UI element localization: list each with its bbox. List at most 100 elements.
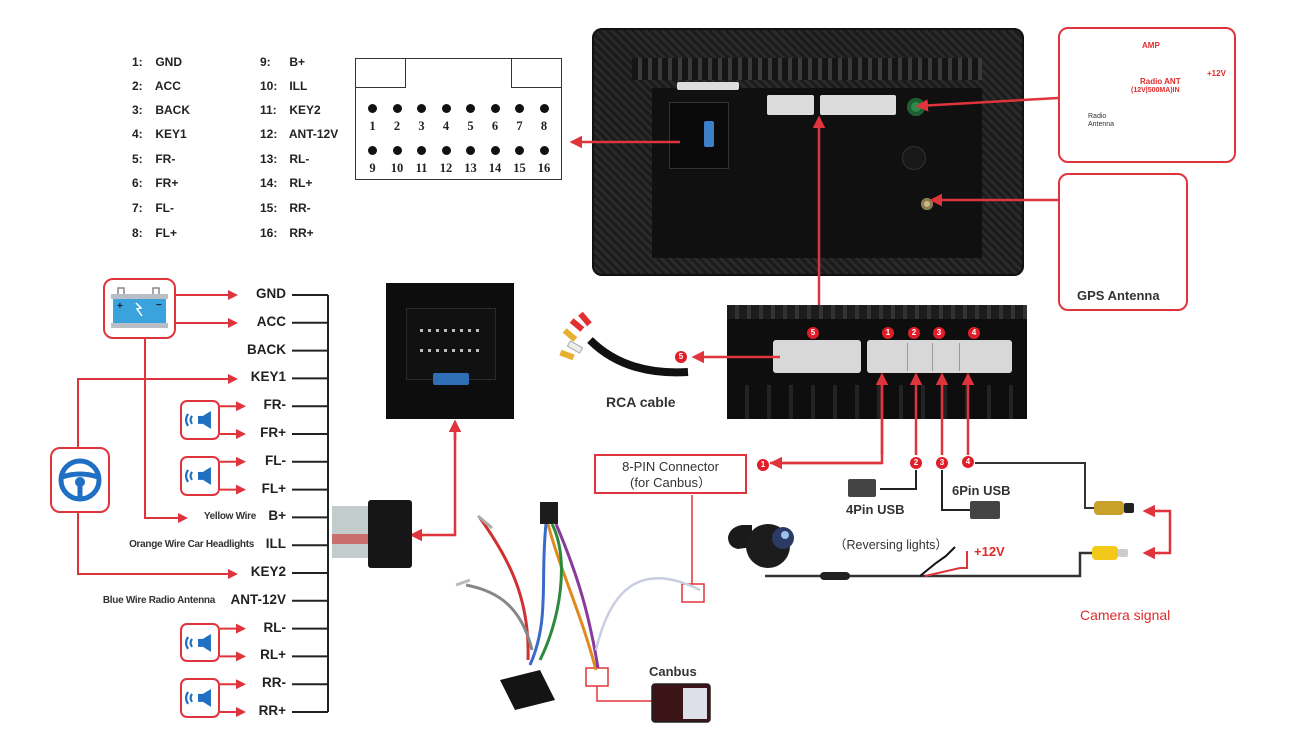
pin-dot	[515, 146, 524, 155]
pin-dot	[441, 104, 451, 113]
connector-key-right	[511, 59, 561, 88]
wire-label: RL+	[260, 647, 286, 663]
wire-label: FL+	[261, 480, 286, 496]
pin-number-label: 11	[415, 161, 428, 175]
wire-label: B+	[268, 508, 286, 524]
pin-number-label: 1	[369, 119, 376, 133]
harness-plug	[332, 500, 412, 568]
canbus-label: Canbus	[649, 664, 697, 679]
pin-number-label: 12	[439, 161, 453, 175]
wire-label: KEY2	[250, 564, 286, 579]
radio-antenna-label: Radio Antenna	[1088, 113, 1115, 128]
socket-housing	[406, 308, 496, 380]
camera-signal-label: Camera signal	[1080, 607, 1171, 623]
pinout-row: 9: B+	[260, 55, 305, 69]
wire-label: FR+	[260, 425, 286, 440]
pinout-row: 11: KEY2	[260, 103, 321, 117]
pin-number-label: 2	[393, 119, 401, 133]
socket-closeup	[386, 283, 514, 419]
wire-label: BACK	[247, 341, 286, 357]
rca-cable-bundle	[559, 311, 689, 377]
pin-name: FR-	[155, 152, 176, 166]
canbus-module	[651, 683, 711, 723]
socket-pins-row	[420, 349, 480, 352]
number-badge: 3	[936, 457, 948, 469]
pinout-row: 6: FR+	[132, 176, 178, 190]
pin-number: 9:	[260, 55, 271, 69]
pin-dot	[515, 104, 524, 113]
canbus-connector-title: 8-PIN Connector	[622, 459, 719, 474]
camera-plus12-label: +12V	[974, 544, 1005, 559]
steering-wheel-icon	[58, 458, 102, 502]
wire-label: RL-	[263, 619, 287, 635]
wire-label: KEY1	[250, 369, 286, 385]
reversing-lights-label: （Reversing lights）	[834, 538, 948, 552]
harness-plug-highlight	[585, 667, 609, 687]
canbus-connector-subtitle: (for Canbus）	[630, 475, 711, 490]
vent-grille	[632, 58, 982, 80]
usb-4pin-label: 4Pin USB	[846, 502, 905, 517]
wire-label: RR+	[258, 703, 286, 718]
gps-antenna-box	[1058, 173, 1188, 311]
wire-note: Blue Wire Radio Antenna	[102, 594, 215, 606]
pin-number: 11:	[260, 103, 277, 117]
number-badge: 4	[968, 327, 980, 339]
pin-dot	[368, 104, 377, 113]
pin-dot	[392, 104, 402, 113]
pin-number-label: 15	[513, 161, 526, 175]
aux-port	[902, 146, 926, 170]
connector-key-left	[356, 59, 406, 88]
camera-cable-unit	[975, 462, 1095, 509]
pin-number: 14:	[260, 176, 278, 190]
heatsink	[727, 385, 1027, 419]
wire-label: RR-	[262, 675, 286, 691]
line-battery-bplus	[144, 337, 182, 519]
pin-number: 12:	[260, 127, 278, 141]
plus12-wire	[924, 551, 968, 577]
canbus-box-line	[596, 686, 652, 702]
pinout-row: 12: ANT-12V	[260, 127, 338, 141]
pin-number-label: 10	[390, 161, 404, 175]
blue-fuse	[704, 121, 714, 147]
pin-dot	[539, 104, 549, 113]
number-badge: 1	[757, 459, 769, 471]
pin-number-label: 6	[491, 119, 499, 133]
battery-box: + −	[103, 278, 176, 339]
rear-connector-b	[820, 95, 896, 115]
line-steering-key1	[77, 378, 236, 447]
pinout-row: 1: GND	[132, 55, 182, 69]
radio-antenna-box	[1058, 27, 1236, 163]
pin-dot	[441, 146, 451, 155]
amp-label: AMP	[1142, 41, 1160, 50]
pin-number: 2:	[132, 79, 143, 93]
number-badge: 4	[962, 456, 974, 468]
number-badge: 3	[933, 327, 945, 339]
pin-name: KEY2	[289, 103, 321, 117]
pin-dot	[539, 146, 549, 155]
rear-connector-a	[767, 95, 814, 115]
port-connector-5	[773, 340, 861, 373]
rca-plug-female	[1094, 501, 1134, 515]
label-sticker	[677, 82, 739, 90]
arrow-to-antenna-port	[915, 96, 1059, 112]
line-harness-to-socket	[414, 423, 457, 537]
pin-name: ACC	[154, 79, 181, 93]
pin-name: B+	[289, 55, 306, 69]
pin-number-label: 9	[369, 161, 376, 175]
pinout-row: 3: BACK	[132, 103, 190, 117]
pin-dot	[466, 146, 475, 155]
pinout-row: 13: RL-	[260, 152, 309, 166]
pin-number: 6:	[132, 176, 143, 190]
pin-number-label: 8	[540, 119, 548, 133]
radio-ant-spec: (12V|500MA)IN	[1131, 87, 1180, 94]
pin-number: 4:	[132, 127, 143, 141]
canbus-connector-box: 8-PIN Connector (for Canbus）	[594, 454, 747, 494]
pin-name: ANT-12V	[288, 127, 339, 141]
divider	[907, 343, 908, 371]
pin-dot	[417, 146, 426, 155]
speaker-icon	[184, 411, 211, 430]
pin-number-label: 7	[516, 119, 523, 133]
usb-6pin-label: 6Pin USB	[952, 483, 1011, 498]
port-connector-1-4	[867, 340, 1012, 373]
pinout-row: 5: FR-	[132, 152, 175, 166]
